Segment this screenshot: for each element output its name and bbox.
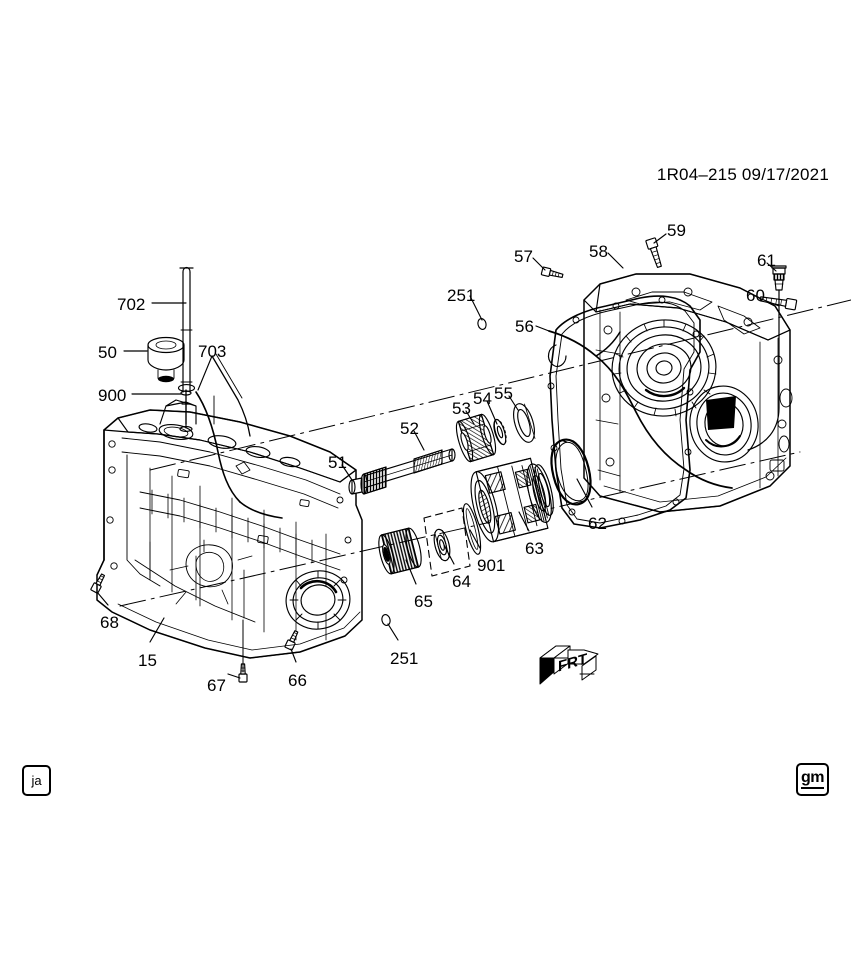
callout-56: 56: [515, 317, 534, 336]
part-66-bolt: [284, 630, 299, 651]
callout-53: 53: [452, 399, 471, 418]
part-251-pin-upper: [477, 318, 487, 330]
gm-logo-text: gm: [801, 770, 825, 789]
transmission-case-main: [96, 391, 363, 659]
case-output-bore: [285, 570, 351, 630]
callout-63: 63: [525, 539, 544, 558]
centerline-upper: [149, 299, 851, 471]
callout-65: 65: [414, 592, 433, 611]
callout-55: 55: [494, 384, 513, 403]
callout-50: 50: [98, 343, 117, 362]
part-50-cap: [147, 336, 185, 383]
part-61-sensor: [747, 265, 787, 451]
callout-52: 52: [400, 419, 419, 438]
part-64-bearing: [423, 507, 471, 577]
leader-lines: [96, 233, 780, 679]
part-54-washer: [493, 418, 507, 446]
callout-67: 67: [207, 676, 226, 695]
callout-57: 57: [514, 247, 533, 266]
callout-51: 51: [328, 453, 347, 472]
part-68-bolt: [90, 573, 106, 594]
callout-58: 58: [589, 242, 608, 261]
drawing-header: 1R04–215 09/17/2021: [656, 165, 829, 184]
dashed-box-64: [423, 507, 471, 577]
housing-output-bore: [689, 385, 759, 463]
part-52-shaft: [360, 448, 456, 495]
gm-logo-badge: gm: [796, 763, 829, 796]
callout-62: 62: [588, 514, 607, 533]
part-65-gear: [378, 527, 422, 575]
callout-702: 702: [117, 295, 146, 314]
callout-251-lower: 251: [390, 649, 419, 668]
part-900-vent: [180, 389, 192, 425]
part-901-ring: [462, 503, 482, 555]
callout-54: 54: [473, 389, 492, 408]
callout-251-upper: 251: [447, 286, 476, 305]
callout-703: 703: [198, 342, 227, 361]
part-56-gasket: [547, 295, 701, 529]
callout-68: 68: [100, 613, 119, 632]
callout-61: 61: [757, 251, 776, 270]
callout-66: 66: [288, 671, 307, 690]
part-60-bolt: [759, 296, 798, 311]
part-53-bearing: [455, 413, 497, 463]
right-transmission-housing: [548, 273, 793, 513]
part-702-tube: [177, 266, 196, 393]
part-251-pin-lower: [381, 614, 391, 626]
callout-60: 60: [746, 286, 765, 305]
part-59-bolt: [645, 237, 662, 269]
part-55-seal-ring: [513, 403, 536, 443]
sheet-code-badge: ja: [22, 765, 51, 796]
part-63-assembly: [470, 457, 554, 543]
part-703-dipstick: [211, 353, 251, 437]
part-51-bushing: [348, 477, 363, 495]
callout-59: 59: [667, 221, 686, 240]
callout-901: 901: [477, 556, 506, 575]
housing-main-bore: [611, 319, 717, 417]
callout-900: 900: [98, 386, 127, 405]
front-orientation-marker: FRT: [539, 645, 599, 685]
part-67-bolt: [238, 619, 248, 683]
part-57-bolt: [540, 266, 564, 278]
callout-64: 64: [452, 572, 471, 591]
centerline-lower: [119, 451, 801, 607]
sheet-code-label: ja: [31, 773, 42, 788]
callout-15: 15: [138, 651, 157, 670]
